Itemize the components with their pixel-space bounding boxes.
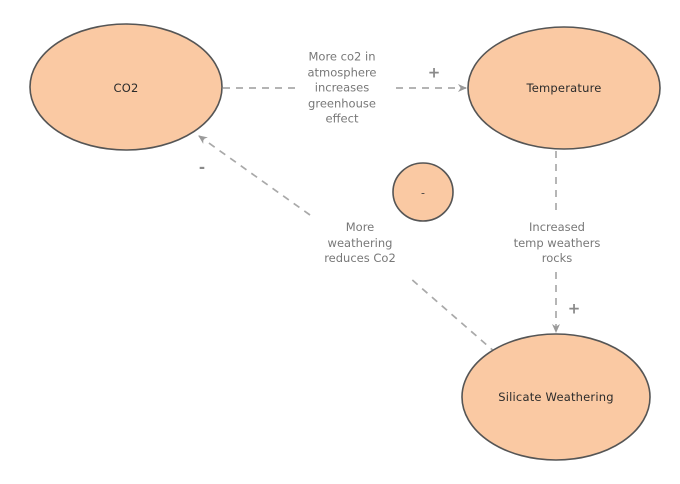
edge-label-co2-to-temperature: More co2 in atmosphere increases greenho… <box>307 49 377 126</box>
polarity-silicate-to-co2: - <box>198 158 206 177</box>
edge-label-temperature-to-silicate: Increased temp weathers rocks <box>513 219 601 265</box>
node-label-minus: - <box>421 186 425 200</box>
polarity-temperature-to-silicate: + <box>567 299 581 318</box>
edge-silicate-to-co2-segment-b <box>198 135 311 216</box>
node-minus[interactable] <box>392 162 454 222</box>
polarity-co2-to-temperature: + <box>427 63 441 82</box>
edge-silicate-to-co2-segment-a <box>409 277 497 354</box>
edge-label-silicate-to-co2: More weathering reduces Co2 <box>324 219 396 265</box>
node-co2[interactable] <box>29 23 223 151</box>
node-silicate-weathering[interactable] <box>461 333 651 461</box>
node-temperature[interactable] <box>467 26 661 150</box>
